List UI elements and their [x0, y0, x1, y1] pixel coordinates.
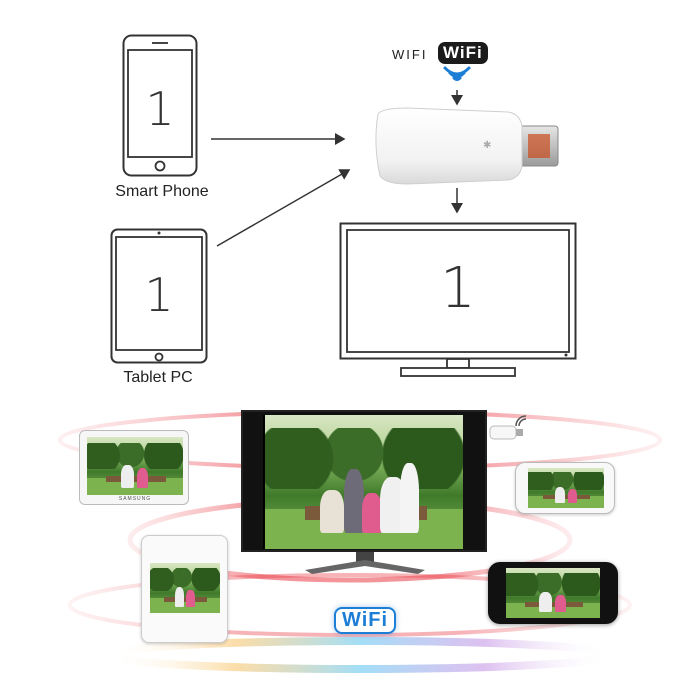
tv-outline — [339, 222, 577, 377]
phone-caption: Smart Phone — [115, 183, 209, 200]
tablet-device: 1 — [110, 228, 208, 364]
white-phone-image — [515, 462, 615, 514]
tablet-caption: Tablet PC — [123, 369, 193, 386]
smart-phone-device: 1 — [122, 34, 198, 177]
tablet-brand-text: SAMSUNG — [118, 496, 152, 502]
svg-text:✱: ✱ — [483, 140, 491, 151]
tv-stand — [305, 552, 425, 574]
tablet-photo — [87, 437, 183, 495]
connection-arrows — [211, 90, 463, 247]
tablet-to-dongle-arrow — [216, 169, 351, 247]
family-photo-image — [265, 415, 463, 549]
portrait-tablet-photo — [150, 563, 220, 613]
tv-screen-number: 1 — [440, 256, 476, 321]
small-wifi-icon — [515, 415, 527, 427]
black-phone-photo — [506, 568, 600, 618]
phone-screen-number: 1 — [145, 82, 175, 136]
white-phone-photo — [528, 468, 604, 508]
black-phone-image — [488, 562, 618, 624]
tv-photo-display — [241, 410, 487, 552]
tablet-outline — [110, 228, 208, 364]
wifi-signal-icon — [443, 66, 471, 81]
landscape-tablet-image: SAMSUNG — [79, 430, 189, 505]
hdmi-dongle-image: ✱ — [375, 107, 559, 185]
small-dongle-image — [489, 425, 523, 440]
phone-outline — [122, 34, 198, 177]
tv-device: 1 — [339, 222, 577, 378]
wifi-word: WIFI — [392, 47, 428, 62]
tablet-screen-number: 1 — [144, 268, 174, 322]
portrait-tablet-image — [141, 535, 228, 643]
wifi-label: WIFI WiFi — [392, 40, 492, 70]
bottom-wifi-logo: WiFi — [334, 607, 397, 634]
wifi-logo-badge: WiFi — [438, 42, 488, 64]
